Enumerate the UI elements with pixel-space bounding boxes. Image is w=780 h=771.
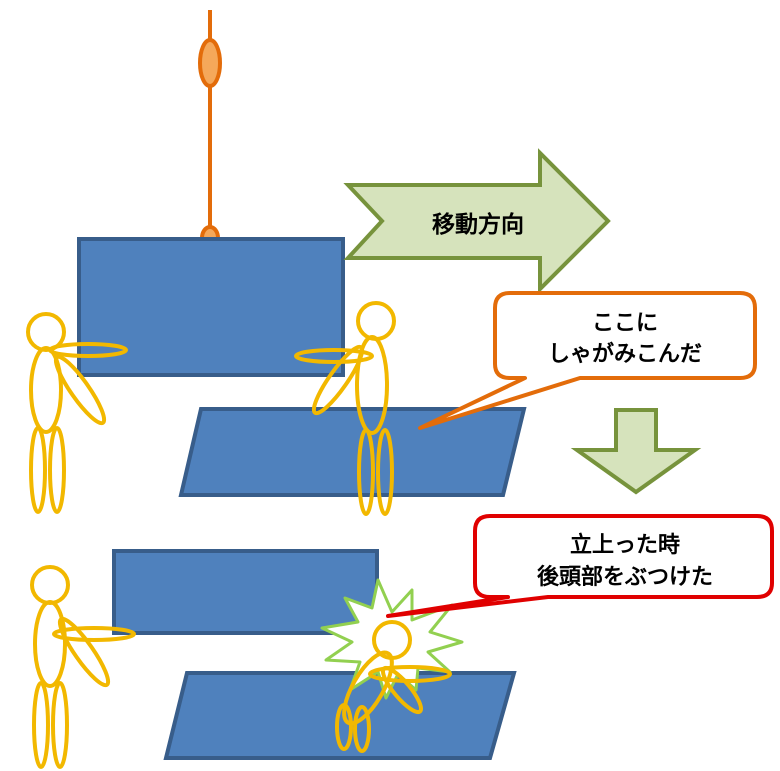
callout-hit: 立上った時 後頭部をぶつけた <box>386 514 774 618</box>
callout-crouch-line2: しゃがみこんだ <box>548 341 702 367</box>
worker-head <box>30 565 70 605</box>
ground-slab-top <box>178 407 527 497</box>
callout-crouch: ここに しゃがみこんだ <box>418 291 757 430</box>
worker-crouching <box>294 301 396 516</box>
callout-hit-line1: 立上った時 <box>570 532 680 558</box>
crane-hook-upper <box>198 38 222 88</box>
down-arrow <box>570 408 702 495</box>
worker-left-bottom <box>30 565 136 769</box>
crane-rope <box>198 10 222 251</box>
suspended-load-bottom <box>112 549 379 635</box>
callout-hit-line2: 後頭部をぶつけた <box>537 564 713 590</box>
direction-arrow: 移動方向 <box>343 148 611 294</box>
worker-head <box>356 301 396 341</box>
direction-label: 移動方向 <box>432 211 524 238</box>
callout-crouch-line1: ここに <box>592 311 658 336</box>
worker-injured <box>335 620 452 753</box>
worker-left-top <box>26 312 128 514</box>
